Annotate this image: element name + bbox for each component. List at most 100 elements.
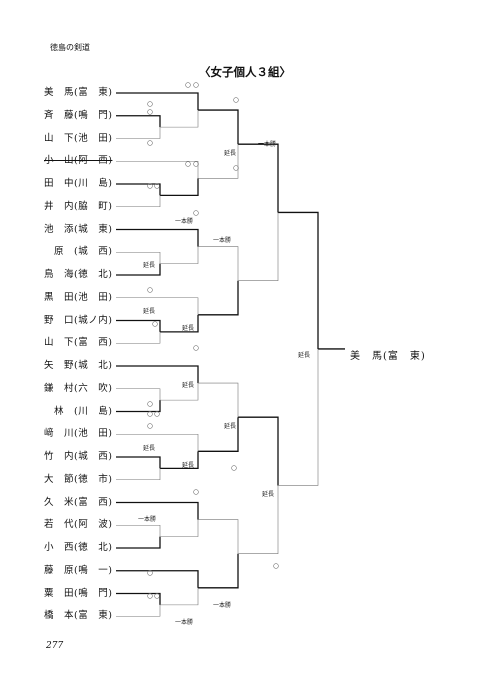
- r1-match-6-bottom: [116, 536, 161, 549]
- r2-match-1-bottom: [160, 178, 199, 197]
- r2-match-6-bottom: [160, 519, 199, 537]
- r2-match-5-top: [116, 433, 199, 452]
- score-mark: [154, 593, 160, 599]
- r2-match-7-top: [116, 570, 199, 588]
- page-number: 277: [46, 641, 64, 651]
- r1-match-7-top: [116, 592, 161, 605]
- player-name: 竹 内(城 西): [44, 451, 113, 462]
- score-mark: [147, 101, 153, 107]
- r2-match-4-top: [116, 365, 199, 384]
- final-match-top: [278, 211, 319, 349]
- r1-match-6-top: [116, 524, 161, 537]
- score-mark: [185, 82, 191, 88]
- player-name: 斉 藤(鳴 門): [44, 109, 113, 121]
- match-label: 延長: [298, 352, 311, 359]
- r4-match-0-bottom: [238, 212, 279, 281]
- match-label: 延長: [224, 423, 237, 430]
- match-label: 一本勝: [138, 516, 157, 523]
- score-mark: [233, 97, 239, 103]
- player-name: 美 馬(富 東): [44, 87, 113, 98]
- match-label: 延長: [143, 262, 156, 269]
- player-name: 粟 田(鳴 門): [44, 587, 113, 599]
- r4-match-0-top: [238, 143, 279, 213]
- r3-match-1-top: [198, 246, 239, 281]
- player-name: 山 下(池 田): [44, 132, 113, 144]
- score-mark: [193, 210, 199, 216]
- player-name: 藤 原(鳴 一): [44, 564, 113, 576]
- player-name: 小 西(徳 北): [44, 542, 113, 553]
- player-name: 久 米(富 西): [44, 496, 113, 508]
- score-mark: [147, 411, 153, 417]
- r1-match-5-top: [116, 456, 161, 469]
- match-label: 一本勝: [175, 218, 194, 225]
- r3-match-1-bottom: [198, 280, 239, 316]
- player-name: 黒 田(池 田): [44, 291, 113, 303]
- r1-match-3-top: [116, 319, 161, 332]
- player-name: 橋 本(富 東): [44, 610, 113, 622]
- player-name: 山 下(富 西): [44, 337, 113, 349]
- score-mark: [193, 161, 199, 167]
- final-match-bottom: [278, 348, 319, 486]
- score-mark: [193, 345, 199, 351]
- r2-match-3-bottom: [160, 314, 199, 333]
- score-mark: [147, 109, 153, 115]
- r3-match-2-top: [198, 382, 239, 418]
- r1-match-7-bottom: [116, 604, 161, 617]
- r1-match-1-bottom: [116, 195, 161, 208]
- score-mark: [154, 183, 160, 189]
- r4-match-1-bottom: [238, 485, 279, 554]
- score-mark: [193, 82, 199, 88]
- page-title: 〈女子個人３組〉: [199, 65, 291, 79]
- match-label: 延長: [182, 462, 195, 469]
- player-name: 林 (川 島): [44, 405, 113, 417]
- player-name: 鎌 村(六 吹): [44, 382, 113, 394]
- score-mark: [231, 465, 237, 471]
- player-name: 原 (城 西): [44, 246, 113, 258]
- r4-match-1-top: [238, 416, 279, 486]
- r1-match-2-top: [116, 251, 161, 264]
- r2-match-0-top: [116, 92, 199, 111]
- player-name: 若 代(阿 波): [44, 519, 113, 531]
- r2-match-2-top: [116, 228, 199, 247]
- match-label: 一本勝: [213, 602, 232, 609]
- match-label: 延長: [143, 445, 156, 452]
- r2-match-2-bottom: [160, 246, 199, 264]
- player-name: 小 山(阿 西): [44, 155, 113, 167]
- match-label: 一本勝: [175, 619, 194, 626]
- r2-match-6-top: [116, 501, 199, 520]
- r2-match-7-bottom: [160, 587, 199, 606]
- header-book-title: 徳島の剣道: [50, 43, 90, 52]
- player-name: 大 節(徳 市): [44, 473, 113, 485]
- r1-match-4-top: [116, 388, 161, 401]
- player-name: 池 添(城 東): [44, 223, 113, 235]
- player-name: 鳥 海(徳 北): [44, 269, 113, 280]
- score-mark: [147, 287, 153, 293]
- score-mark: [147, 570, 153, 576]
- r1-match-5-bottom: [116, 468, 161, 481]
- player-name: 野 口(城ノ内): [44, 314, 113, 326]
- score-mark: [154, 411, 160, 417]
- r1-match-1-top: [116, 183, 161, 196]
- r2-match-5-bottom: [160, 451, 199, 470]
- r1-match-0-top: [116, 115, 161, 128]
- r2-match-1-top: [116, 160, 199, 179]
- r2-match-3-top: [116, 297, 199, 315]
- r1-match-3-bottom: [116, 331, 161, 344]
- player-name: 田 中(川 島): [44, 178, 113, 189]
- match-label: 延長: [182, 325, 195, 332]
- r2-match-4-bottom: [160, 383, 199, 401]
- player-name: 矢 野(城 北): [44, 360, 113, 371]
- r1-match-4-bottom: [116, 400, 161, 413]
- match-label: 一本勝: [258, 141, 277, 148]
- score-mark: [147, 183, 153, 189]
- match-label: 延長: [143, 308, 156, 315]
- r3-match-2-bottom: [198, 417, 239, 452]
- player-name: 﨑 川(池 田): [44, 428, 113, 440]
- r2-match-0-bottom: [160, 110, 199, 128]
- r3-match-3-top: [198, 519, 239, 554]
- score-mark: [147, 423, 153, 429]
- r1-match-0-bottom: [116, 127, 161, 139]
- score-mark: [193, 489, 199, 495]
- score-mark: [152, 321, 158, 327]
